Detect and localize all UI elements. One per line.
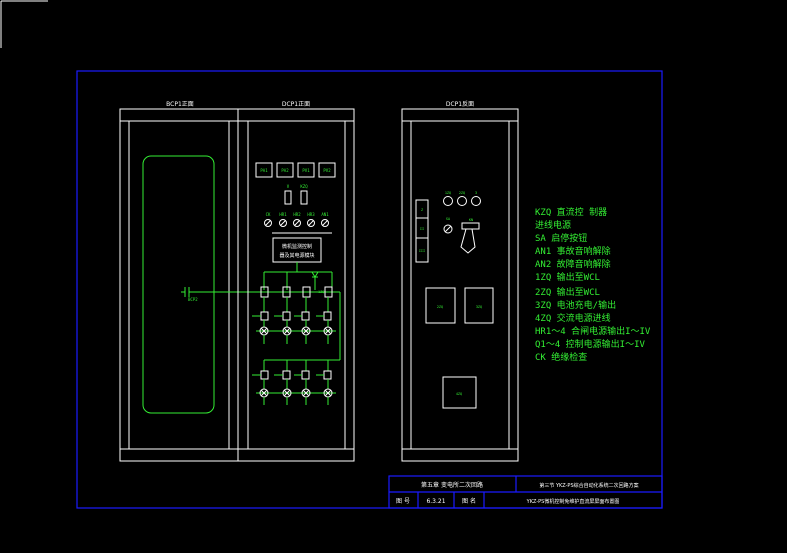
meter-pa2 (276, 162, 294, 178)
right-panel-title: DCP1反面 (446, 100, 474, 108)
svg-text:SA: SA (446, 217, 451, 221)
drawing-no: 6.3.21 (426, 498, 445, 505)
drawing-no-label: 图 号 (396, 498, 410, 505)
svg-text:KZQ: KZQ (300, 184, 308, 189)
ucs-marker (0, 0, 48, 48)
middle-cabinet: DCP1正面 PA1 PA2 PV1 PV2 V KZQ CK HR1 (237, 101, 355, 462)
svg-text:AN1: AN1 (321, 212, 329, 217)
svg-text:V: V (287, 184, 290, 189)
svg-text:PV1: PV1 (302, 168, 310, 173)
left-door-window (142, 155, 215, 414)
voltage-switch (284, 190, 292, 205)
title-block: 第五章 变电所二次回路 第三节 YKZ-PS综合自动化系统二次回路方案 图 号 … (388, 475, 663, 509)
legend-item: KZQ 直流控 制器 (535, 206, 607, 218)
legend-item: Q1～4 控制电源输出I～IV (535, 338, 646, 350)
button-row: CK HR1 HR2 HR3 AN1 (264, 212, 332, 234)
svg-text:II: II (420, 227, 424, 231)
svg-text:微机监测控制: 微机监测控制 (282, 243, 312, 250)
right-cabinet: DCP1反面 1ZQ 2ZQ 3 Z II III SA (401, 100, 519, 462)
svg-text:III: III (419, 249, 425, 253)
section-title: 第三节 YKZ-PS综合自动化系统二次回路方案 (539, 482, 638, 489)
svg-text:1ZQ: 1ZQ (445, 191, 451, 195)
meter-row: PA1 PA2 PV1 PV2 (255, 162, 336, 178)
svg-text:HR3: HR3 (307, 212, 315, 217)
svg-text:4ZQ: 4ZQ (456, 392, 462, 396)
drawing-name: YKZ-PS微机控制免维护直流屏屏面布置图 (526, 498, 620, 505)
svg-text:HR2: HR2 (293, 212, 301, 217)
svg-text:3ZQ: 3ZQ (476, 305, 482, 309)
meter-pa1 (255, 162, 273, 178)
svg-text:2ZQ: 2ZQ (459, 191, 465, 195)
legend-item: AN2 故障音响解除 (535, 258, 611, 270)
rear-switch-strip: Z II III (415, 199, 429, 263)
mid-panel-title: DCP1正面 (282, 101, 310, 108)
rear-toggles: SA KN (443, 217, 480, 254)
rear-box-4zq (442, 376, 477, 409)
svg-text:PA1: PA1 (260, 168, 268, 173)
svg-text:KN: KN (469, 218, 473, 222)
legend-item: SA 启停按钮 (535, 232, 587, 244)
svg-text:器及其电源模块: 器及其电源模块 (279, 252, 314, 259)
drawing-name-label: 图 名 (462, 497, 476, 505)
legend-item: AN1 事故音响解除 (535, 245, 611, 257)
meter-pv1 (297, 162, 315, 178)
legend-item: CK 绝缘检查 (535, 351, 587, 363)
rear-indicators: 1ZQ 2ZQ 3 (443, 191, 481, 206)
chapter-title: 第五章 变电所二次回路 (421, 481, 483, 489)
legend-item: 2ZQ 输出至WCL (535, 286, 600, 298)
svg-text:2ZQ: 2ZQ (437, 305, 443, 309)
legend-item: 4ZQ 交流电源进线 (535, 312, 611, 324)
svg-text:CK: CK (266, 212, 271, 217)
legend-item: 1ZQ 输出至WCL (535, 271, 600, 283)
svg-text:3: 3 (475, 191, 477, 195)
wiring: 1ZQ (252, 262, 341, 405)
svg-text:HR1: HR1 (279, 212, 287, 217)
meter-pv2 (318, 162, 336, 178)
left-cabinet: BCP1正面 BCP2 (119, 101, 257, 462)
control-module: 微机监测控制 器及其电源模块 (272, 237, 322, 263)
selector-switches: V KZQ (284, 184, 308, 205)
svg-text:Z: Z (421, 208, 423, 212)
rear-box-3zq (464, 287, 494, 324)
legend-item: 进线电源 (535, 219, 571, 231)
legend: KZQ 直流控 制器 进线电源 SA 启停按钮 AN1 事故音响解除 AN2 故… (535, 206, 651, 363)
kzq-switch (300, 190, 308, 205)
legend-item: HR1～4 合闸电源输出I～IV (535, 325, 651, 337)
left-device-label: BCP2 (188, 297, 198, 302)
rear-box-2zq (425, 287, 456, 324)
svg-text:PA2: PA2 (281, 168, 289, 173)
legend-item: 3ZQ 电池充电/输出 (535, 299, 616, 311)
sheet-frame (76, 70, 663, 509)
svg-text:PV2: PV2 (323, 168, 331, 173)
left-panel-title: BCP1正面 (166, 101, 194, 108)
